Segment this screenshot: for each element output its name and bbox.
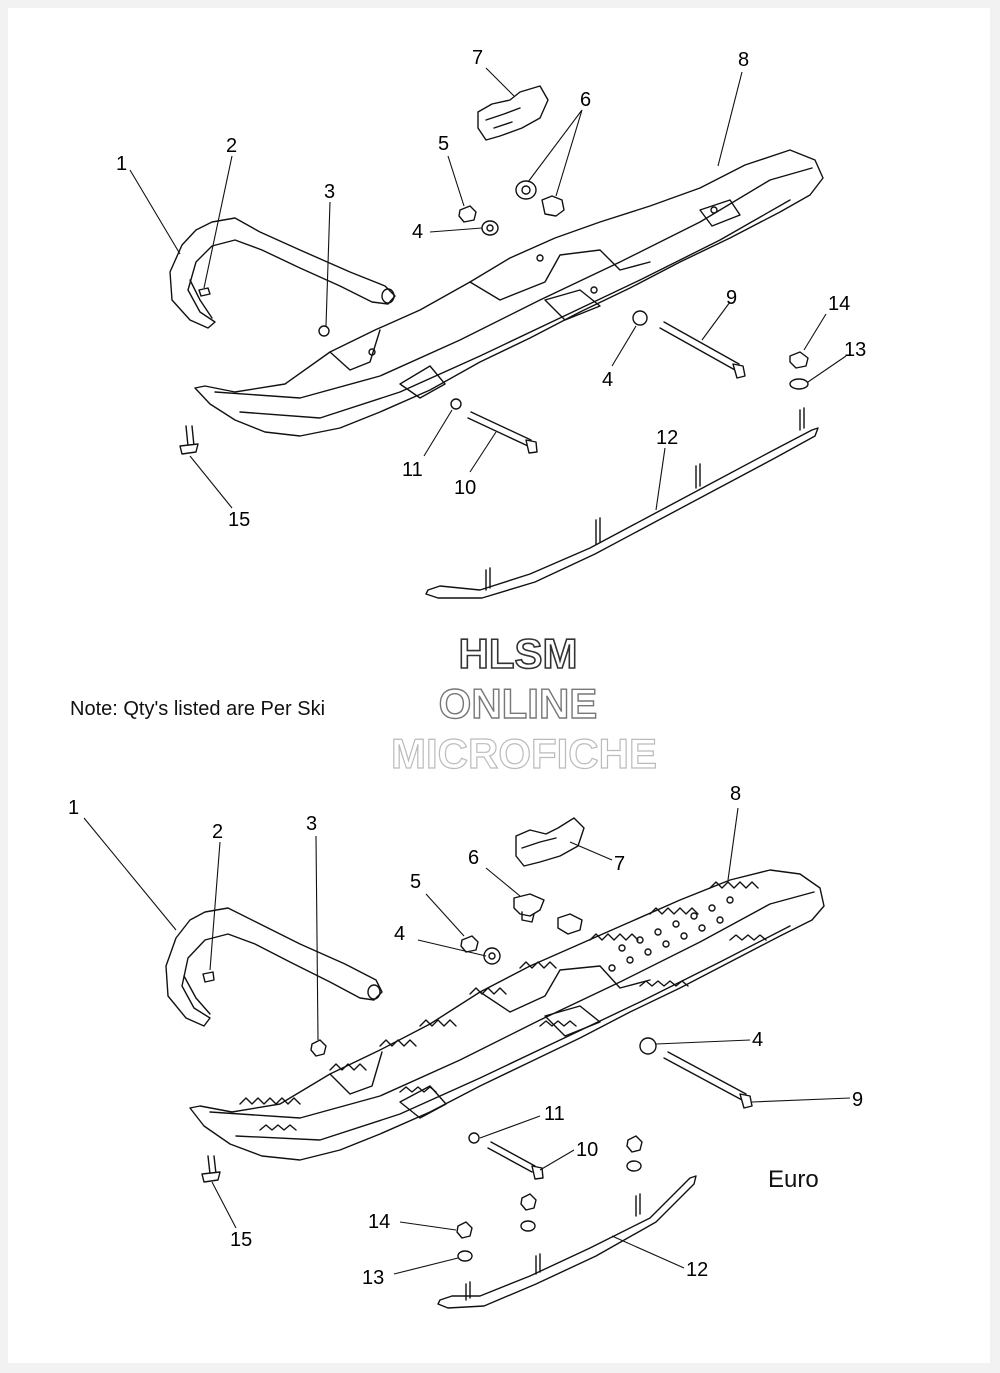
- callout-14: 14: [828, 293, 850, 315]
- callout-e14: 14: [368, 1211, 390, 1233]
- ski-loop-handle-euro: [165, 907, 383, 1027]
- callout-e7: 7: [614, 853, 625, 875]
- ski-bumper: [477, 85, 549, 141]
- nut-small: [318, 325, 330, 337]
- washer-lower: [632, 310, 648, 326]
- washer-runner: [789, 378, 809, 390]
- washer-euro: [483, 947, 501, 965]
- screw-euro: [207, 1155, 217, 1175]
- screw: [185, 425, 195, 447]
- callout-6: 6: [580, 89, 591, 111]
- callout-e15: 15: [230, 1229, 252, 1251]
- callouts-top: 1 2 3 4 5 6 7 8 9 4 14 13 11 10 12 15: [116, 47, 866, 531]
- callout-12: 12: [656, 427, 678, 449]
- ski-assembly-standard: [129, 67, 847, 599]
- bushing-flanged: [541, 195, 565, 217]
- callout-10: 10: [454, 477, 476, 499]
- watermark-line-1: HLSM: [459, 630, 578, 677]
- lock-nut-runner: [789, 351, 809, 369]
- ski-bumper-euro: [515, 817, 585, 867]
- callout-4: 4: [412, 221, 423, 243]
- callout-13: 13: [844, 339, 866, 361]
- callout-e11: 11: [544, 1103, 565, 1125]
- diagram-sheet: [8, 8, 990, 1363]
- callout-5: 5: [438, 133, 449, 155]
- watermark-line-2: ONLINE: [439, 680, 598, 727]
- carbide-runner-euro: [437, 1175, 697, 1309]
- callout-8: 8: [738, 49, 749, 71]
- watermark: HLSM ONLINE MICROFICHE: [390, 629, 657, 777]
- washer-euro-lower: [639, 1037, 657, 1055]
- callout-e2: 2: [212, 821, 223, 843]
- washer-runner-euro-3: [457, 1250, 473, 1262]
- callout-e3: 3: [306, 813, 317, 835]
- washer-runner-euro-1: [626, 1160, 642, 1172]
- carbide-runner: [425, 427, 819, 599]
- callout-7: 7: [472, 47, 483, 69]
- callout-3: 3: [324, 181, 335, 203]
- bushing-flanged-euro: [557, 913, 583, 935]
- callout-e4b: 4: [752, 1029, 763, 1051]
- callout-e8: 8: [730, 783, 741, 805]
- callout-e5: 5: [410, 871, 421, 893]
- callout-2: 2: [226, 135, 237, 157]
- ski-body: [194, 149, 824, 437]
- lock-nut-euro: [460, 935, 479, 953]
- callout-e9: 9: [852, 1089, 863, 1111]
- nut-small-euro: [310, 1039, 327, 1057]
- callout-e1: 1: [68, 797, 79, 819]
- lock-nut-runner-euro-2: [520, 1193, 537, 1211]
- callout-e12: 12: [686, 1259, 708, 1281]
- variant-label-euro: Euro: [768, 1166, 819, 1193]
- lock-nut: [458, 205, 477, 223]
- bushing-euro: [513, 893, 545, 917]
- lock-nut-runner-euro-1: [626, 1135, 643, 1153]
- spindle-bolt: [659, 321, 740, 371]
- quantity-note: Note: Qty's listed are Per Ski: [70, 698, 326, 720]
- callout-e10: 10: [576, 1139, 598, 1161]
- rivet-euro: [202, 971, 215, 983]
- callout-e4: 4: [394, 923, 405, 945]
- lock-nut-runner-euro-3: [456, 1221, 473, 1239]
- callout-e6: 6: [468, 847, 479, 869]
- washer-small: [450, 398, 462, 410]
- spindle-bolt-euro: [663, 1051, 747, 1101]
- callout-1: 1: [116, 153, 127, 175]
- washer-small-euro: [468, 1132, 480, 1144]
- rivet: [198, 287, 211, 297]
- ski-assembly-euro: [83, 807, 851, 1309]
- callout-9: 9: [726, 287, 737, 309]
- ski-loop-handle: [169, 217, 396, 329]
- callout-11: 11: [402, 459, 423, 481]
- callout-15: 15: [228, 509, 250, 531]
- bushing: [515, 180, 537, 200]
- callout-e13: 13: [362, 1267, 384, 1289]
- watermark-line-3: MICROFICHE: [391, 730, 657, 777]
- washer: [481, 220, 499, 236]
- callouts-bottom: 1 2 3 4 5 6 7 8 4 9 11 10 12 14 13 15: [68, 783, 863, 1289]
- washer-runner-euro-2: [520, 1220, 536, 1232]
- callout-4b: 4: [602, 369, 613, 391]
- ski-hole-pattern: [608, 896, 734, 972]
- bolt: [467, 411, 532, 447]
- bolt-euro: [487, 1141, 536, 1173]
